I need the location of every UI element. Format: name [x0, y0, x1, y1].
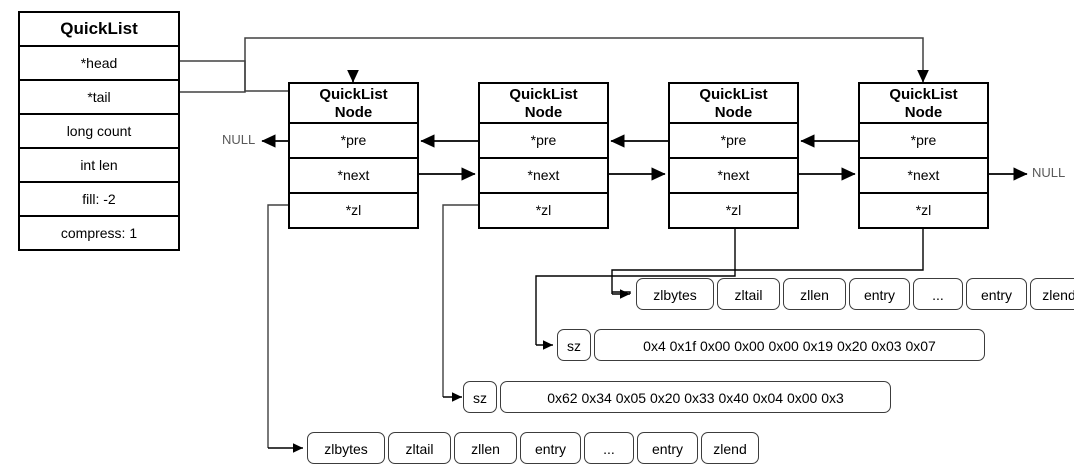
node-1-title-line2: Node: [334, 104, 373, 121]
ziplist-1-cell-zltail: zltail: [717, 278, 780, 310]
ziplist-2-cell-zlbytes: zlbytes: [307, 432, 385, 464]
node-1-title: QuickList Node: [290, 84, 417, 124]
quicklist-title: QuickList: [20, 13, 178, 47]
node-4-title-line2: Node: [904, 104, 943, 121]
node-1-title-line1: QuickList: [319, 86, 388, 103]
quicklist-node-3: QuickList Node *pre *next *zl: [668, 82, 799, 229]
ziplist-1-cell-zllen: zllen: [783, 278, 846, 310]
node-4-zl: *zl: [915, 202, 932, 218]
quicklist-node-2: QuickList Node *pre *next *zl: [478, 82, 609, 229]
null-label-tail: NULL: [1032, 165, 1066, 180]
ziplist-2-cell-entry-first: entry: [520, 432, 581, 464]
compressed-node-2-sz-label: sz: [463, 381, 497, 413]
ziplist-2: zlbytes zltail zllen entry ... entry zle…: [307, 432, 759, 464]
node-3-next: *next: [670, 159, 797, 194]
quicklist-field-len: int len: [20, 149, 178, 183]
quicklist-field-tail: *tail: [20, 81, 178, 115]
node-1-next: *next: [290, 159, 417, 194]
node-1-zl: *zl: [345, 202, 362, 218]
node-4-title-line1: QuickList: [889, 86, 958, 103]
quicklist-node-4: QuickList Node *pre *next *zl: [858, 82, 989, 229]
quicklist-field-fill: fill: -2: [20, 183, 178, 217]
quicklist-field-compress: compress: 1: [60, 225, 138, 241]
compressed-node-1: sz 0x4 0x1f 0x00 0x00 0x00 0x19 0x20 0x0…: [557, 329, 985, 361]
node-4-next: *next: [860, 159, 987, 194]
node-3-title: QuickList Node: [670, 84, 797, 124]
node-2-zl: *zl: [535, 202, 552, 218]
ziplist-1-cell-zlbytes: zlbytes: [636, 278, 714, 310]
node-2-title-line1: QuickList: [509, 86, 578, 103]
node-4-title: QuickList Node: [860, 84, 987, 124]
ziplist-1-cell-entry-last: entry: [966, 278, 1027, 310]
compressed-node-2: sz 0x62 0x34 0x05 0x20 0x33 0x40 0x04 0x…: [463, 381, 891, 413]
quicklist-struct: QuickList *head *tail long count int len…: [18, 11, 180, 251]
ziplist-2-cell-zllen: zllen: [454, 432, 517, 464]
node-3-zl: *zl: [725, 202, 742, 218]
compressed-node-2-bytes: 0x62 0x34 0x05 0x20 0x33 0x40 0x04 0x00 …: [500, 381, 891, 413]
node-1-pre: *pre: [290, 124, 417, 159]
quicklist-field-head: *head: [20, 47, 178, 81]
node-3-pre: *pre: [670, 124, 797, 159]
ziplist-1: zlbytes zltail zllen entry ... entry zle…: [636, 278, 1074, 310]
ziplist-2-cell-zltail: zltail: [388, 432, 451, 464]
compressed-node-1-sz-label: sz: [557, 329, 591, 361]
ziplist-2-cell-zlend: zlend: [701, 432, 759, 464]
node-2-title-line2: Node: [524, 104, 563, 121]
node-3-title-line1: QuickList: [699, 86, 768, 103]
ziplist-2-cell-entry-last: entry: [637, 432, 698, 464]
node-2-next: *next: [480, 159, 607, 194]
quicklist-node-1: QuickList Node *pre *next *zl: [288, 82, 419, 229]
compressed-node-1-bytes: 0x4 0x1f 0x00 0x00 0x00 0x19 0x20 0x03 0…: [594, 329, 985, 361]
node-3-title-line2: Node: [714, 104, 753, 121]
ziplist-1-cell-zlend: zlend: [1030, 278, 1074, 310]
ziplist-1-cell-ellipsis: ...: [913, 278, 963, 310]
null-label-head: NULL: [222, 132, 256, 147]
ziplist-1-cell-entry-first: entry: [849, 278, 910, 310]
node-2-pre: *pre: [480, 124, 607, 159]
quicklist-field-count: long count: [20, 115, 178, 149]
node-4-pre: *pre: [860, 124, 987, 159]
node-2-title: QuickList Node: [480, 84, 607, 124]
ziplist-2-cell-ellipsis: ...: [584, 432, 634, 464]
